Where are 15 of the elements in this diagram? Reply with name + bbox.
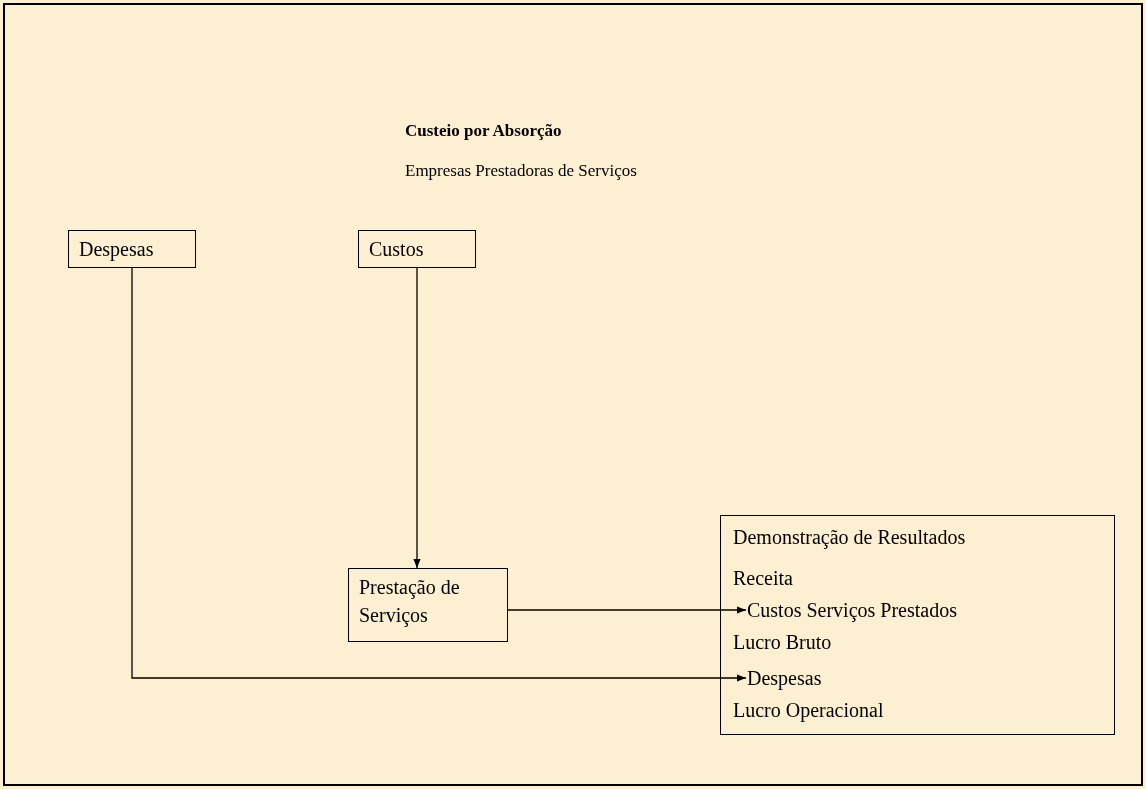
- statement-line: Despesas: [747, 664, 1047, 694]
- statement-box: [720, 515, 1115, 735]
- statement-line: Custos Serviços Prestados: [747, 596, 1077, 626]
- subtitle: Empresas Prestadoras de Serviços: [405, 160, 637, 182]
- title: Custeio por Absorção: [405, 120, 562, 142]
- arrow: [507, 606, 747, 614]
- process-box: Prestação de Serviços: [348, 568, 508, 642]
- process-box: Custos: [358, 230, 476, 268]
- statement-line: Lucro Bruto: [733, 628, 1033, 658]
- statement-line: Lucro Operacional: [733, 696, 1033, 726]
- statement-heading: Demonstração de Resultados: [733, 525, 966, 550]
- arrow: [131, 267, 747, 682]
- statement-line: Receita: [733, 564, 1033, 594]
- process-box: Despesas: [68, 230, 196, 268]
- arrow: [413, 267, 421, 569]
